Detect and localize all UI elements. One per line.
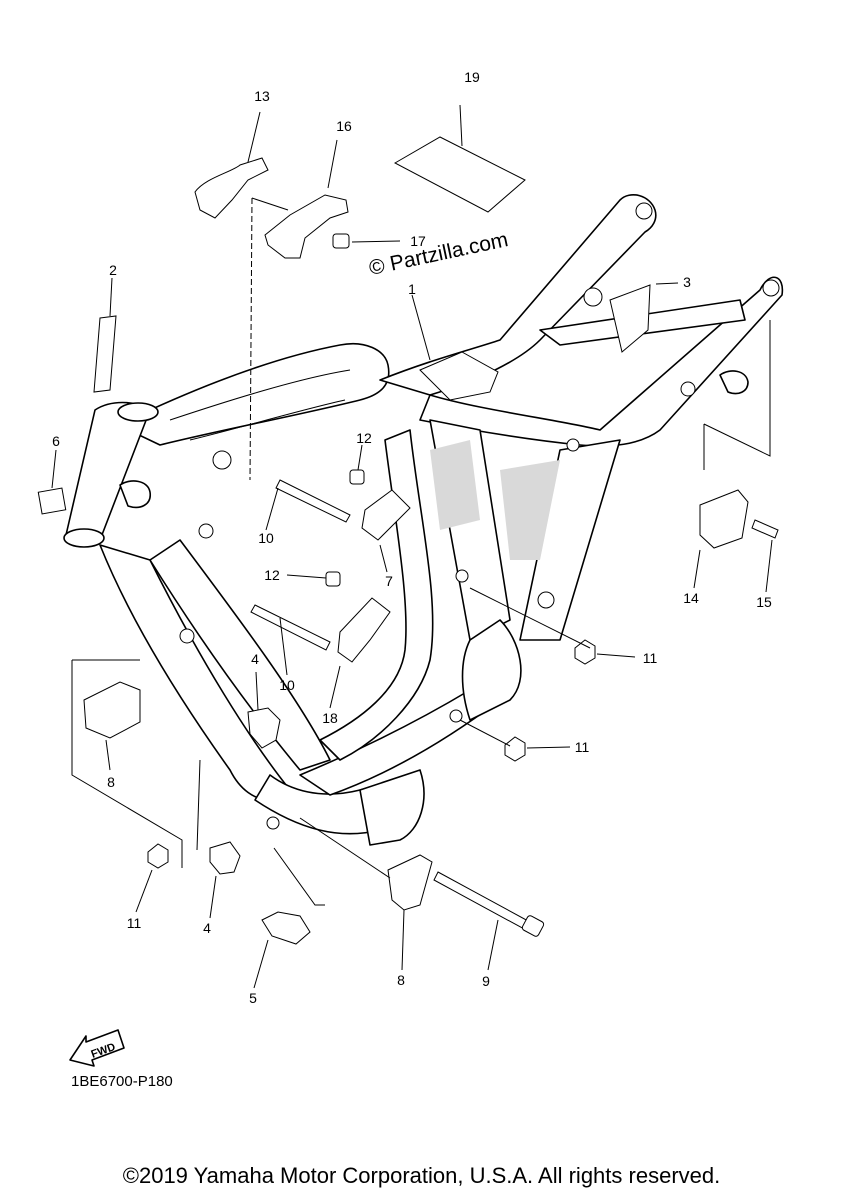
part-17-bolt (332, 233, 350, 249)
part-6-pad (37, 487, 67, 515)
callout-11a: 11 (643, 650, 658, 666)
copyright-notice: ©2019 Yamaha Motor Corporation, U.S.A. A… (122, 1163, 721, 1188)
callout-15: 15 (756, 594, 772, 610)
part-18-plate (337, 597, 391, 663)
callout-5: 5 (249, 990, 257, 1006)
part-13-bracket (194, 157, 269, 219)
callout-12b: 12 (264, 567, 280, 583)
part-5-clamp (261, 911, 311, 945)
part-8a-plate (83, 681, 141, 739)
callout-4b: 4 (203, 920, 211, 936)
callout-11b: 11 (575, 739, 590, 755)
fwd-arrow: FWD (69, 1029, 125, 1067)
diagram-code: 1BE6700-P180 (71, 1073, 173, 1090)
part-11c-nut (147, 843, 169, 869)
callout-9: 9 (482, 973, 490, 989)
guide-lines (71, 197, 771, 906)
callout-11c: 11 (127, 915, 142, 931)
part-3-plate (609, 284, 651, 353)
part-10a-bolt (275, 479, 351, 523)
part-11b-nut (504, 736, 526, 762)
part-9-bolt (433, 871, 531, 931)
callout-10b: 10 (279, 677, 295, 693)
part-8b-plate (387, 854, 433, 911)
part-11a-nut (574, 639, 596, 665)
callout-16: 16 (336, 118, 352, 134)
callout-19: 19 (464, 69, 480, 85)
callout-6: 6 (52, 433, 60, 449)
callout-2: 2 (109, 262, 117, 278)
part-7-plate (361, 489, 411, 541)
callout-8a: 8 (107, 774, 115, 790)
part-15-bolt (751, 519, 779, 539)
callout-13: 13 (254, 88, 270, 104)
part-12b-bolt (325, 571, 341, 587)
callout-1: 1 (408, 281, 416, 297)
part-2-strip (93, 315, 117, 393)
part-12a-bolt (349, 469, 365, 485)
callout-12a: 12 (356, 430, 372, 446)
callout-10a: 10 (258, 530, 274, 546)
callout-labels: 19 13 16 17 2 3 1 6 12 10 7 12 14 15 11 … (52, 69, 772, 1006)
callout-4a: 4 (251, 651, 259, 667)
callout-7: 7 (385, 573, 393, 589)
callout-8b: 8 (397, 972, 405, 988)
part-1-bracket (419, 351, 499, 401)
part-4a-clamp (247, 707, 281, 749)
part-10b-bolt (250, 604, 331, 651)
callout-14: 14 (683, 590, 699, 606)
part-19-sheet (393, 136, 526, 213)
part-4b-clamp (209, 841, 241, 875)
part-14-damper (699, 489, 749, 549)
main-frame (63, 194, 784, 846)
callout-3: 3 (683, 274, 691, 290)
part-16-bracket (264, 194, 349, 259)
callout-18: 18 (322, 710, 338, 726)
callout-17: 17 (410, 233, 426, 249)
